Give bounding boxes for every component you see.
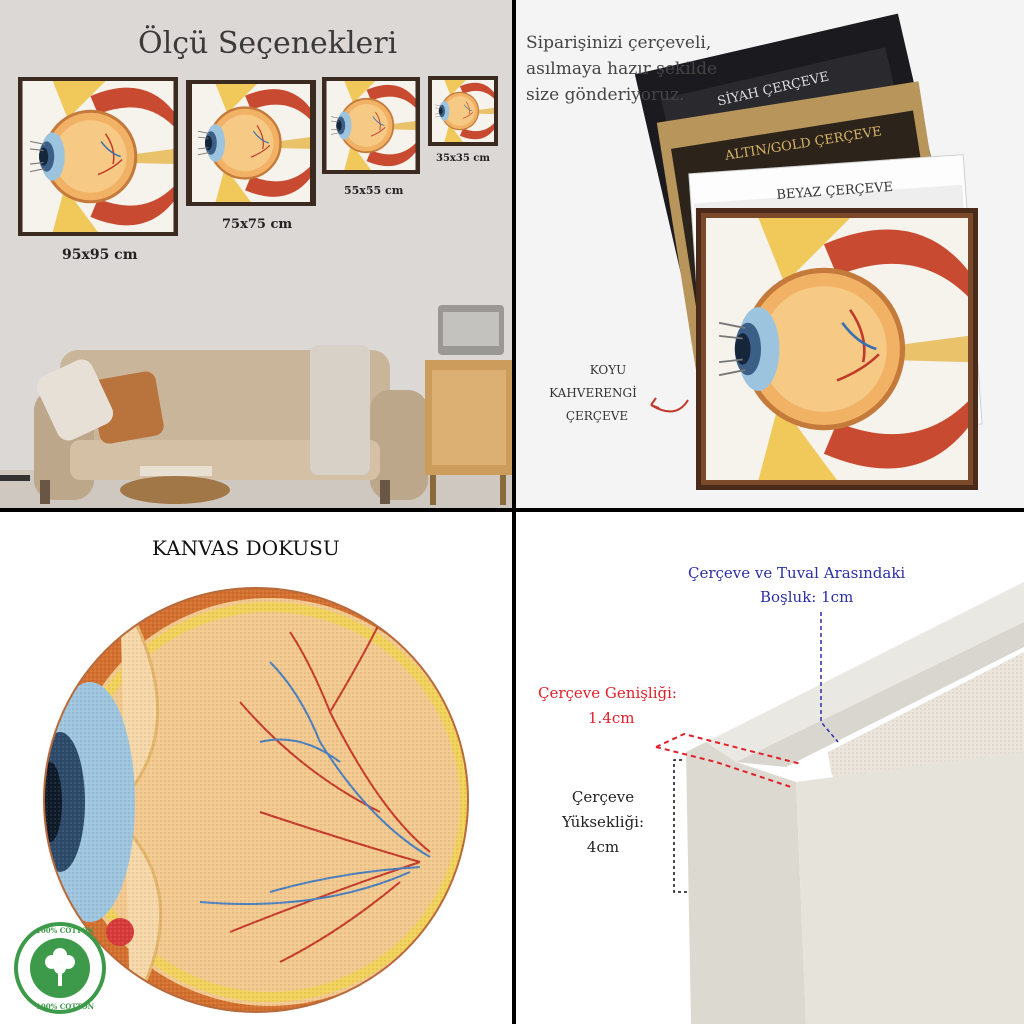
size-label-75: 75x75 cm xyxy=(222,217,293,232)
frame-35 xyxy=(428,76,498,146)
brown-label-1: KOYU xyxy=(589,363,627,377)
room-scene xyxy=(0,0,512,508)
gap-label-2: Boşluk: 1cm xyxy=(760,588,854,606)
frame-95 xyxy=(18,77,178,236)
frame-55 xyxy=(322,77,420,174)
frame-dimensions-panel: Çerçeve ve Tuval Arasındaki Boşluk: 1cm … xyxy=(516,512,1024,1024)
height-label-3: 4cm xyxy=(586,838,620,856)
size-label-55: 55x55 cm xyxy=(344,184,404,197)
width-label-2: 1.4cm xyxy=(588,709,635,727)
coffee-table xyxy=(120,466,230,504)
side-cabinet xyxy=(425,305,512,505)
arrow-icon xyxy=(650,399,689,413)
frame-stack xyxy=(634,13,983,490)
canvas-closeup xyxy=(14,587,469,1014)
brown-frame xyxy=(696,208,978,490)
intro-line-3: size gönderiyoruz. xyxy=(526,85,685,105)
frame-colors-panel: Siparişinizi çerçeveli, asılmaya hazır ş… xyxy=(516,0,1024,508)
intro-line-1: Siparişinizi çerçeveli, xyxy=(526,33,712,53)
canvas-texture-panel: KANVAS DOKUSU 100% COTTON 100% COTTON xyxy=(0,512,512,1024)
gap-guide xyxy=(820,612,839,743)
height-label-1: Çerçeve xyxy=(571,788,635,806)
frame-corner-closeup xyxy=(655,582,1024,1024)
sofa xyxy=(34,345,428,504)
intro-line-2: asılmaya hazır şekilde xyxy=(526,59,718,79)
cotton-badge-text-top: 100% COTTON xyxy=(36,926,95,935)
height-guide xyxy=(673,759,688,893)
cotton-flower-icon xyxy=(45,948,75,986)
texture-title: KANVAS DOKUSU xyxy=(152,536,340,560)
size-label-35: 35x35 cm xyxy=(436,153,490,164)
frame-75 xyxy=(186,80,316,206)
width-guide xyxy=(655,732,802,788)
size-options-panel: Ölçü Seçenekleri 95x95 cm 75x75 cm 55x55… xyxy=(0,0,512,508)
height-label-2: Yüksekliği: xyxy=(561,813,645,831)
brown-label-3: ÇERÇEVE xyxy=(565,409,629,423)
cotton-badge-text-bottom: 100% COTTON xyxy=(36,1002,95,1011)
brown-label-2: KAHVERENGİ xyxy=(549,386,637,400)
size-label-95: 95x95 cm xyxy=(62,247,138,263)
gap-label-1: Çerçeve ve Tuval Arasındaki xyxy=(688,564,906,582)
width-label-1: Çerçeve Genişliği: xyxy=(538,684,677,702)
sizes-title: Ölçü Seçenekleri xyxy=(138,26,398,61)
cotton-badge xyxy=(14,922,106,1014)
